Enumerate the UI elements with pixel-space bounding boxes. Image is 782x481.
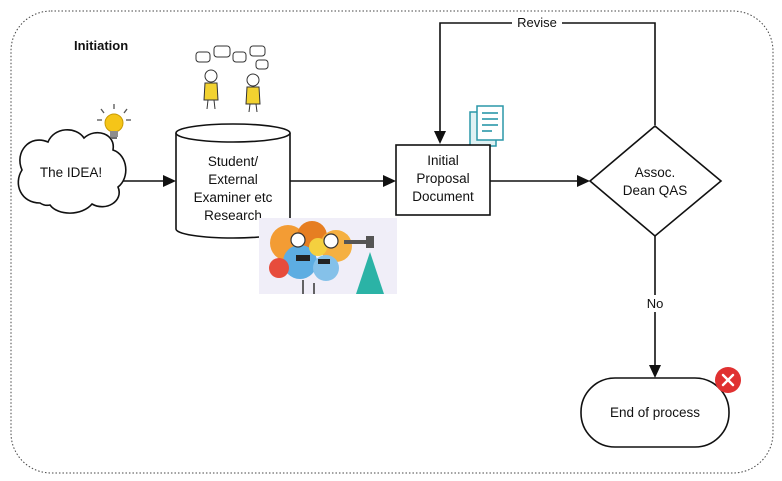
research-label-3: Examiner etc: [194, 190, 273, 205]
edge-label-revise: Revise: [517, 15, 557, 30]
arrowhead: [383, 175, 396, 187]
proposal-label-3: Document: [412, 189, 474, 204]
arrowhead: [577, 175, 590, 187]
people-talking-icon: [195, 45, 269, 113]
arrowhead: [163, 175, 176, 187]
close-icon: [715, 367, 741, 393]
arrowhead: [649, 365, 661, 378]
decision-label-2: Dean QAS: [623, 183, 688, 198]
research-label-4: Research: [204, 208, 262, 223]
proposal-label-1: Initial: [427, 153, 459, 168]
lightbulb-icon: [97, 104, 131, 139]
swimlane-border: [10, 10, 774, 474]
end-node[interactable]: [580, 377, 730, 448]
research-node[interactable]: [175, 123, 291, 239]
idea-node[interactable]: [17, 129, 127, 214]
research-label-1: Student/: [208, 154, 259, 169]
edge-label-no: No: [647, 296, 664, 311]
brain-illustration: [259, 218, 397, 294]
arrowhead: [434, 131, 446, 144]
section-title: Initiation: [74, 38, 128, 53]
proposal-node[interactable]: [395, 144, 491, 216]
end-label: End of process: [610, 405, 700, 420]
proposal-label-2: Proposal: [416, 171, 469, 186]
document-icon: [469, 105, 504, 147]
decision-node[interactable]: [588, 124, 723, 238]
arrowheads: [163, 131, 661, 378]
decision-label-1: Assoc.: [635, 165, 676, 180]
research-label-2: External: [208, 172, 258, 187]
idea-label: The IDEA!: [40, 165, 102, 180]
